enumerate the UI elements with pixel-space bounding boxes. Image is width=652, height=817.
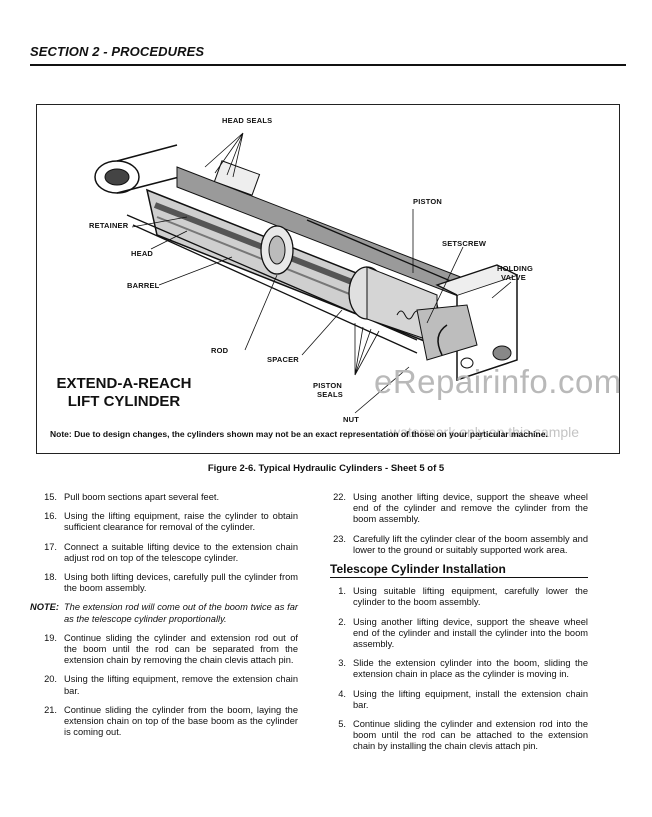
- list-item: 19.Continue sliding the cylinder and ext…: [44, 632, 298, 666]
- list-item: 15.Pull boom sections apart several feet…: [44, 492, 220, 502]
- list-item: 22.Using another lifting device, support…: [333, 492, 588, 525]
- callout-piston-seals-1: PISTON: [313, 381, 342, 390]
- callout-head: HEAD: [131, 249, 154, 258]
- callout-piston-seals-2: SEALS: [317, 390, 344, 399]
- list-item: 23.Carefully lift the cylinder clear of …: [333, 533, 588, 555]
- list-item: 5.Continue sliding the cylinder and exte…: [338, 719, 588, 752]
- list-item: 20.Using the lifting equipment, remove t…: [44, 674, 298, 696]
- watermark-sub: watermark only on this sample: [390, 424, 580, 440]
- callout-head-seals: HEAD SEALS: [222, 116, 273, 125]
- right-column: 22.Using another lifting device, support…: [330, 492, 588, 761]
- watermark: eRepairinfo.com: [374, 363, 622, 400]
- list-item: 3.Slide the extension cylinder into the …: [338, 658, 588, 680]
- figure-caption: Figure 2-6. Typical Hydraulic Cylinders …: [207, 463, 445, 474]
- figure-title-line2: LIFT CYLINDER: [67, 393, 181, 410]
- callout-nut: NUT: [343, 415, 360, 424]
- figure-title-line1: EXTEND-A-REACH: [56, 375, 192, 392]
- figure-title: EXTEND-A-REACH LIFT CYLINDER: [44, 375, 204, 411]
- callout-holding-valve-1: HOLDING: [497, 264, 533, 273]
- callout-holding-valve-2: VALVE: [501, 273, 526, 282]
- list-item: 21.Continue sliding the cylinder from th…: [44, 704, 298, 738]
- list-item: 16.Using the lifting equipment, raise th…: [44, 511, 298, 533]
- callout-retainer: RETAINER: [89, 221, 129, 230]
- callout-piston: PISTON: [413, 197, 442, 206]
- list-item: 17.Connect a suitable lifting device to …: [44, 541, 298, 563]
- list-item: 4.Using the lifting equipment, install t…: [338, 688, 588, 710]
- callout-spacer: SPACER: [267, 355, 299, 364]
- list-item: 1.Using suitable lifting equipment, care…: [338, 586, 588, 608]
- list-item: 18.Using both lifting devices, carefully…: [44, 572, 298, 594]
- header-rule: [30, 64, 626, 66]
- section-title: SECTION 2 - PROCEDURES: [30, 44, 205, 59]
- figure-frame: HEAD SEALS PISTON RETAINER SETSCREW HOLD…: [36, 104, 620, 454]
- callout-barrel: BARREL: [127, 281, 160, 290]
- callout-rod: ROD: [211, 346, 229, 355]
- callout-setscrew: SETSCREW: [442, 239, 487, 248]
- figure-note: Note: Due to design changes, the cylinde…: [50, 429, 548, 439]
- cylinder-illustration: [94, 132, 518, 414]
- note: NOTE:The extension rod will come out of …: [30, 602, 298, 624]
- list-item: 2.Using another lifting device, support …: [338, 616, 588, 650]
- subheading: Telescope Cylinder Installation: [330, 563, 588, 579]
- left-column: 15.Pull boom sections apart several feet…: [30, 492, 298, 746]
